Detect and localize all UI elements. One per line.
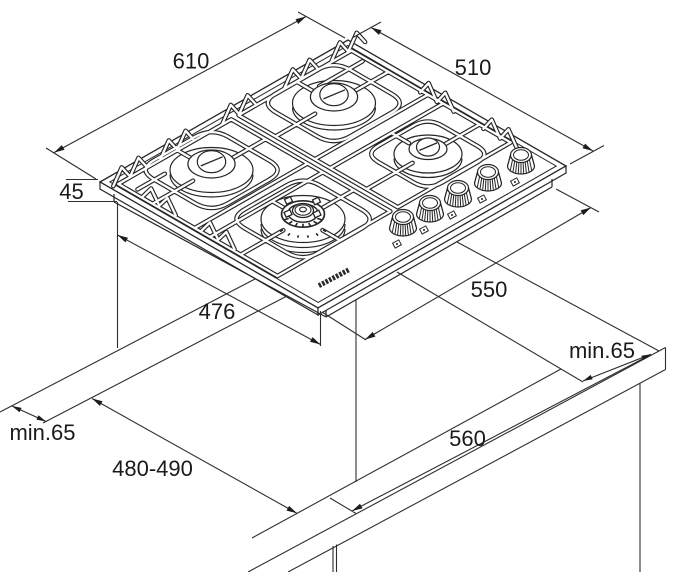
svg-text:45: 45: [59, 179, 83, 204]
svg-text:560: 560: [449, 426, 486, 451]
svg-text:476: 476: [199, 299, 236, 324]
svg-text:min.65: min.65: [569, 338, 635, 363]
svg-text:550: 550: [471, 277, 508, 302]
svg-text:480-490: 480-490: [112, 456, 193, 481]
svg-text:610: 610: [173, 49, 210, 74]
svg-text:min.65: min.65: [9, 420, 75, 445]
svg-text:510: 510: [455, 55, 492, 80]
